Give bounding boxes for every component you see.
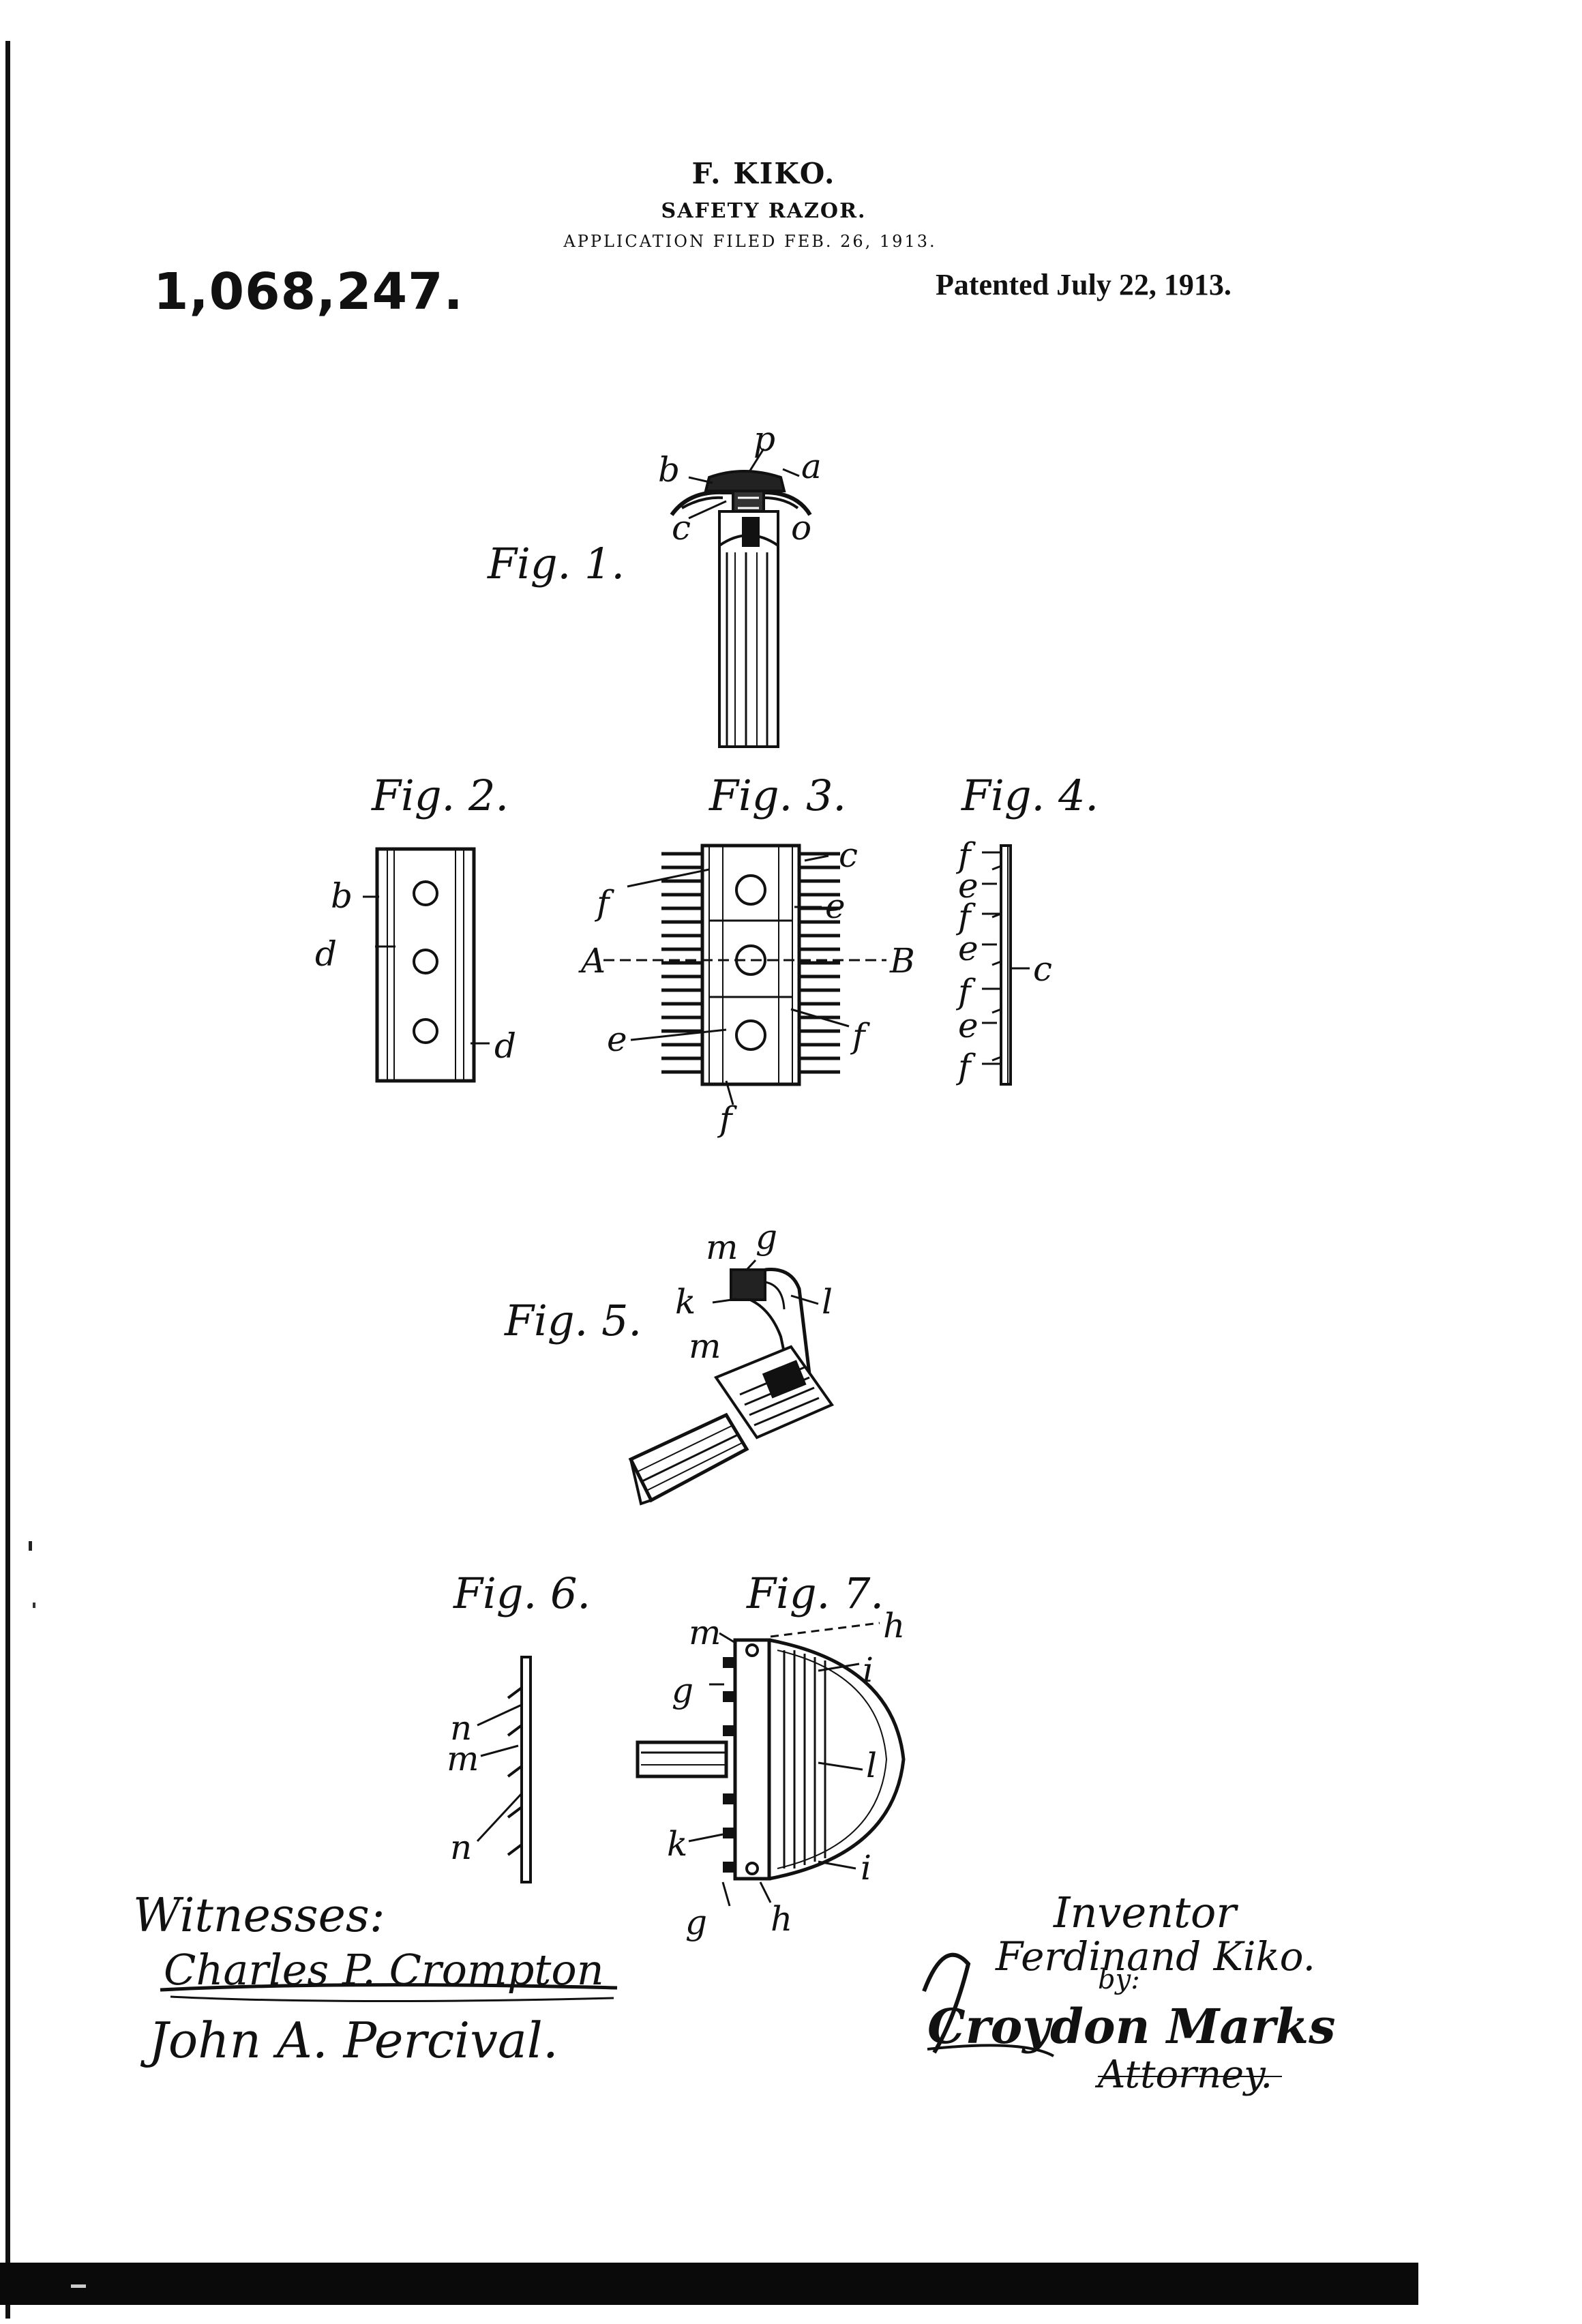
ref-label: o xyxy=(791,508,812,548)
ref-label: h xyxy=(771,1899,793,1939)
ref-label: g xyxy=(672,1671,694,1710)
ref-label: c xyxy=(839,835,859,875)
fig6-label: Fig. 6. xyxy=(453,1568,591,1618)
scan-edge-left xyxy=(5,41,10,2319)
witness-signature-2: John A. Percival. xyxy=(149,2012,558,2069)
ref-label: f xyxy=(958,1047,971,1086)
ref-label: k xyxy=(667,1824,688,1864)
fig2-drawing xyxy=(363,847,490,1083)
fig3-label: Fig. 3. xyxy=(709,771,847,820)
ref-label: e xyxy=(958,929,979,968)
ref-label: d xyxy=(315,934,338,974)
filing-date: APPLICATION FILED FEB. 26, 1913. xyxy=(563,232,937,251)
ref-label: f xyxy=(958,897,971,936)
ref-label: e xyxy=(607,1019,627,1059)
ref-label: g xyxy=(756,1217,778,1257)
scan-edge-bottom xyxy=(0,2263,1418,2305)
patent-title: SAFETY RAZOR. xyxy=(661,199,867,223)
ref-label: d xyxy=(494,1026,517,1066)
ref-label: f xyxy=(852,1016,865,1056)
inventor-signature: Ferdinand Kiko. xyxy=(996,1933,1316,1980)
ref-label: b xyxy=(331,876,353,916)
ref-label: l xyxy=(822,1282,833,1322)
inventor-label: Inventor xyxy=(1054,1888,1236,1937)
ref-label: n xyxy=(450,1708,473,1748)
patent-number: 1,068,247. xyxy=(153,263,464,321)
fig2-label: Fig. 2. xyxy=(372,771,509,820)
ref-label: e xyxy=(825,887,846,926)
ref-label: p xyxy=(753,419,776,459)
fig5-label: Fig. 5. xyxy=(505,1296,642,1345)
fig4-label: Fig. 4. xyxy=(961,771,1099,820)
by-label: by: xyxy=(1098,1964,1140,1995)
witnesses-label: Witnesses: xyxy=(133,1889,385,1943)
ref-label: c xyxy=(1033,949,1053,989)
ref-label: n xyxy=(450,1828,473,1867)
patent-date: Patented July 22, 1913. xyxy=(936,268,1232,301)
fig1-drawing xyxy=(670,448,812,748)
ref-label: e xyxy=(958,866,979,906)
ref-label: i xyxy=(863,1650,874,1690)
ref-label: f xyxy=(958,835,971,875)
ref-label: f xyxy=(597,883,610,923)
ref-label: m xyxy=(689,1613,721,1652)
ref-label: l xyxy=(866,1746,877,1785)
ref-label: B xyxy=(890,941,915,981)
fig3-drawing xyxy=(603,844,886,1105)
ref-label: m xyxy=(447,1739,479,1778)
witness-signature-1: Charles P. Crompton xyxy=(164,1945,604,1995)
ref-label: g xyxy=(685,1903,708,1942)
ref-label: i xyxy=(861,1848,871,1888)
ref-label: m xyxy=(706,1227,738,1267)
ref-label: f xyxy=(719,1099,732,1139)
ref-label: k xyxy=(675,1282,696,1322)
ref-label: m xyxy=(689,1326,721,1366)
fig6-drawing xyxy=(476,1656,532,1883)
ref-label: f xyxy=(958,972,971,1011)
fig1-label: Fig. 1. xyxy=(488,539,625,589)
attorney-label: Attorney. xyxy=(1098,2053,1273,2097)
ref-label: A xyxy=(581,941,606,981)
ref-label: h xyxy=(883,1606,906,1645)
fig7-label: Fig. 7. xyxy=(747,1568,884,1618)
ref-label: c xyxy=(672,508,691,548)
fig4-drawing xyxy=(982,844,1030,1086)
ref-label: b xyxy=(658,450,681,490)
signature-strokes xyxy=(160,1952,1282,2077)
ref-label: e xyxy=(958,1006,979,1045)
attorney-signature: Croydon Marks xyxy=(927,1998,1336,2055)
inventor-name: F. KIKO. xyxy=(691,157,836,190)
fig5-drawing xyxy=(628,1259,835,1506)
fig7-drawing xyxy=(636,1622,906,1907)
ref-label: a xyxy=(801,447,822,486)
